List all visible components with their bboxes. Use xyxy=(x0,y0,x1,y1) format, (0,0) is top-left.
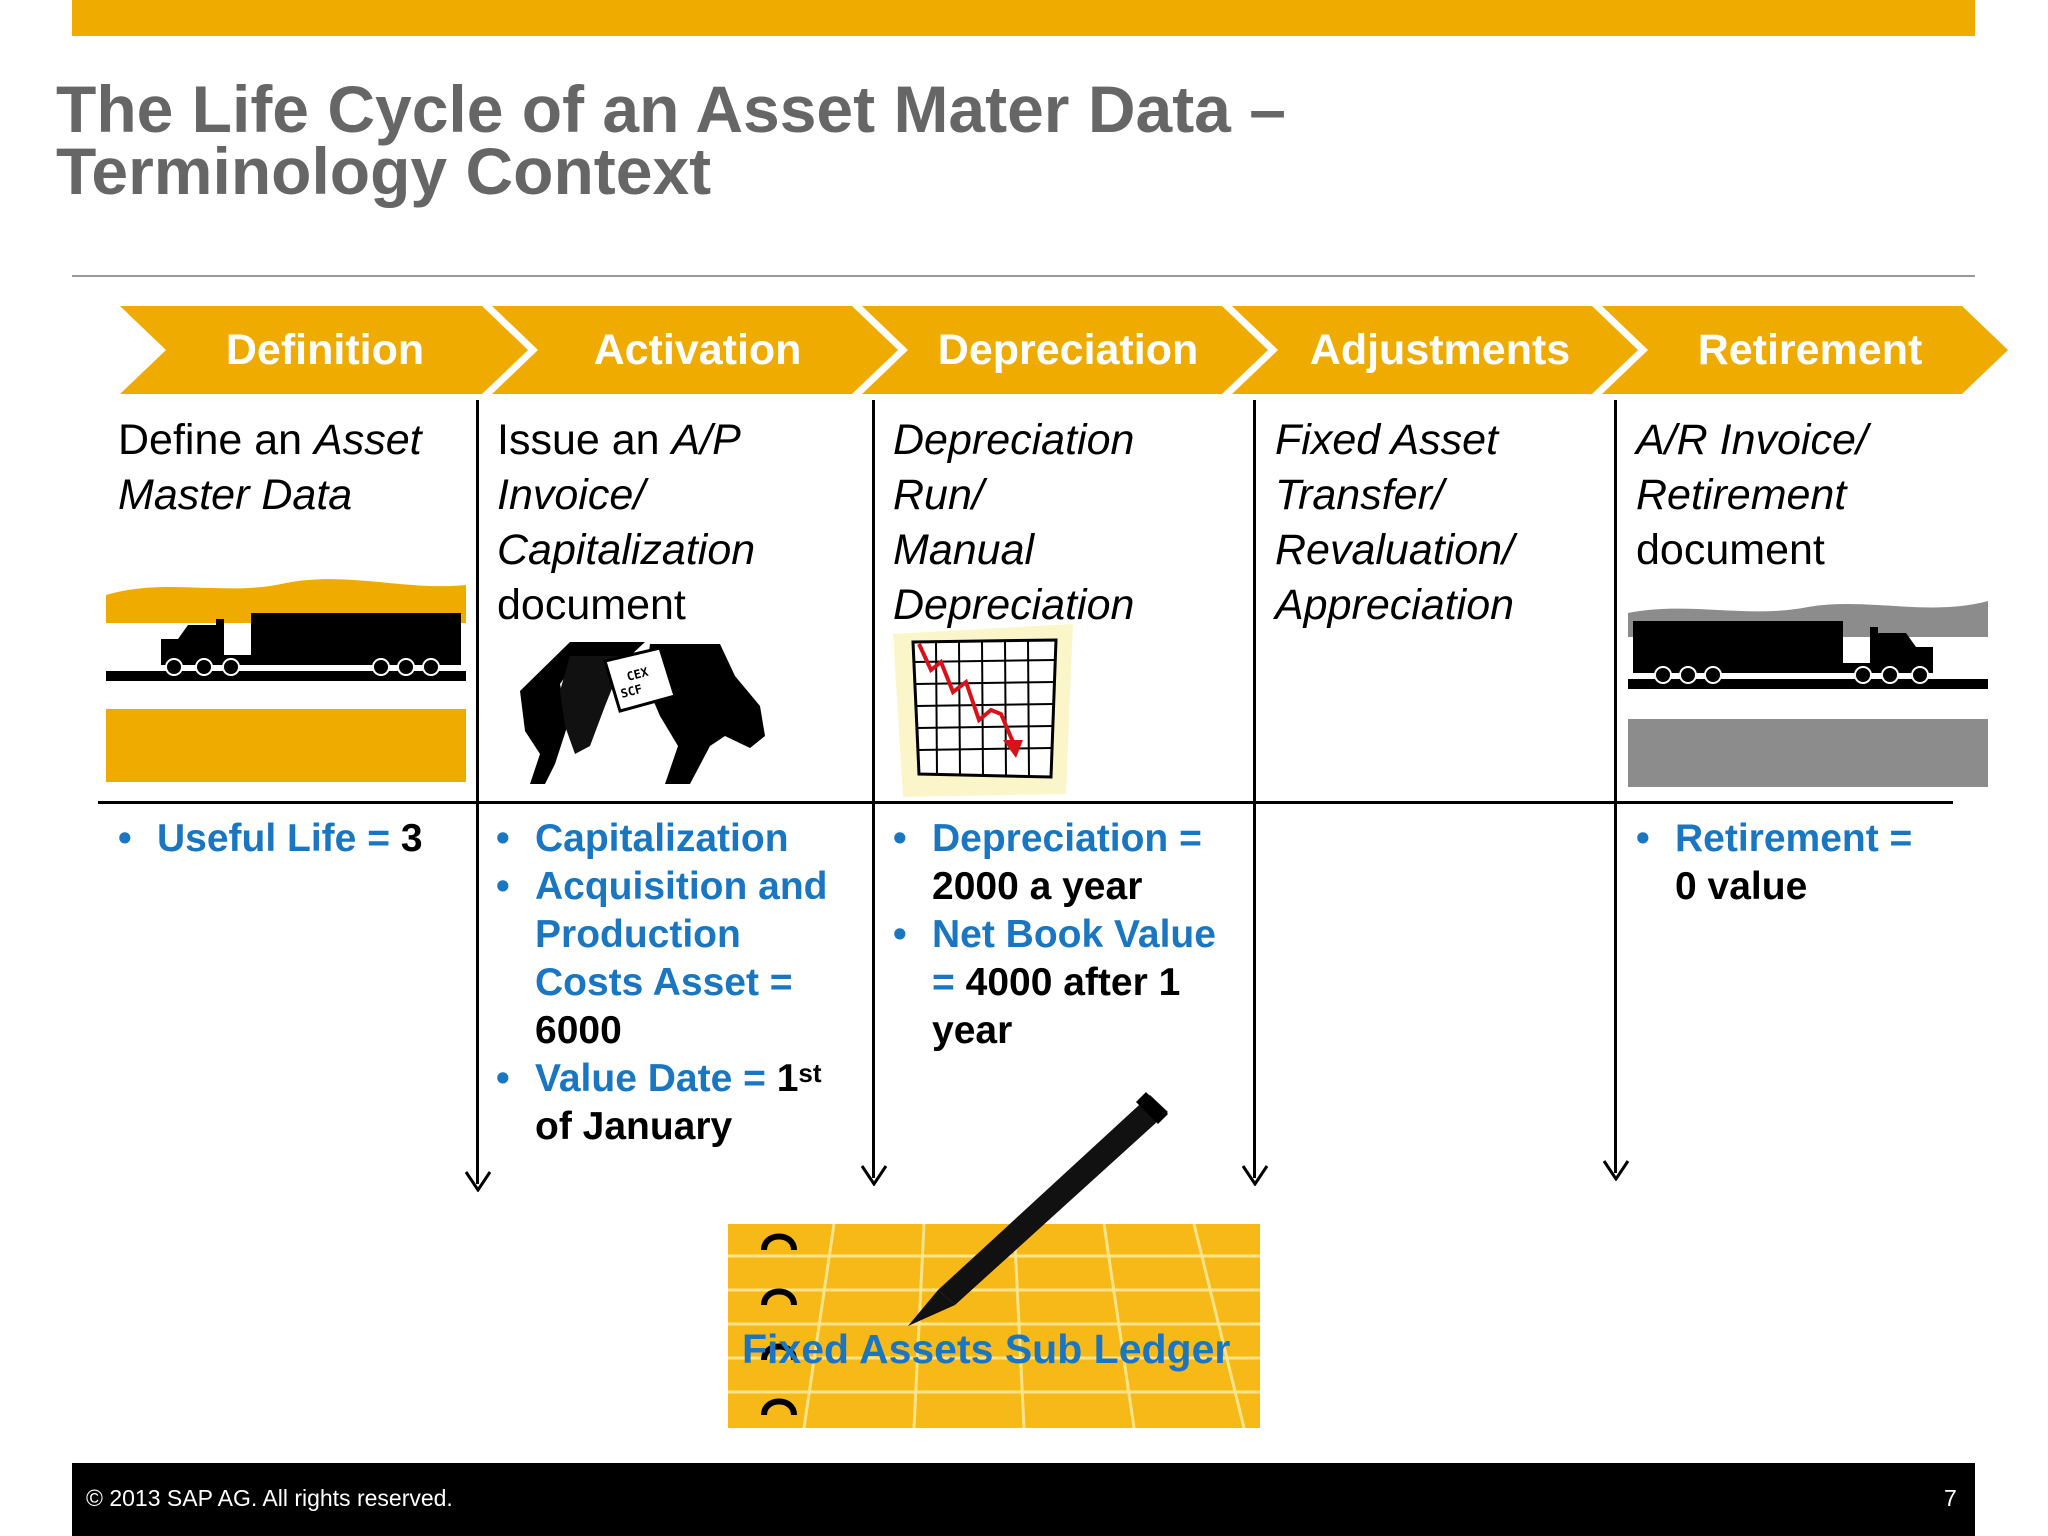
desc-line: A/R Invoice/ xyxy=(1636,416,1868,464)
timeline-horizontal-line xyxy=(98,801,1953,804)
bullet-item: • Useful Life = 3 xyxy=(118,815,468,863)
footer-copyright: © 2013 SAP AG. All rights reserved. xyxy=(86,1485,453,1511)
title-line-1: The Life Cycle of an Asset Mater Data – xyxy=(56,72,1286,146)
divider-line-1 xyxy=(476,400,479,1184)
bullet-dot: • xyxy=(893,913,907,956)
chevron-retirement xyxy=(1602,306,2008,394)
chevron-adjustments xyxy=(1232,306,1638,394)
bullet-value: 2000 a year xyxy=(932,865,1143,908)
truck-reverse-icon xyxy=(1628,601,1988,787)
bullet-value: 6000 xyxy=(535,1009,622,1052)
desc-text: Define an xyxy=(118,416,315,464)
chevron-activation xyxy=(492,306,898,394)
bullets-definition: • Useful Life = 3 xyxy=(118,815,468,863)
description-definition: Define an Asset Master Data xyxy=(118,413,468,523)
desc-line: document xyxy=(1636,526,1825,574)
bullet-label: Depreciation = xyxy=(932,817,1202,860)
bullet-item: • Acquisition and Production Costs Asset… xyxy=(496,863,866,1055)
description-activation: Issue an A/P Invoice/ Capitalization doc… xyxy=(497,413,867,633)
svg-text:SCF: SCF xyxy=(619,682,644,701)
divider-line-2 xyxy=(872,400,875,1178)
phase-chevron-bar xyxy=(120,306,2008,394)
desc-italic: A/P xyxy=(671,416,741,464)
pen-icon xyxy=(908,1092,1168,1326)
bullet-dot: • xyxy=(496,865,510,908)
chevron-depreciation xyxy=(862,306,1268,394)
phase-activation-label: Activation xyxy=(593,326,802,374)
declining-chart-icon xyxy=(893,624,1073,797)
bullet-dot: • xyxy=(118,817,132,860)
svg-text:CEX: CEX xyxy=(625,665,650,684)
bullet-label: Costs Asset = xyxy=(535,961,793,1004)
phase-depreciation-label: Depreciation xyxy=(937,326,1199,374)
bullet-label: Value Date = xyxy=(535,1057,777,1100)
truck-icon xyxy=(106,579,466,782)
bullet-dot: • xyxy=(496,1057,510,1100)
desc-text: document xyxy=(497,581,686,629)
desc-line: Transfer/ xyxy=(1275,471,1444,519)
desc-text: Issue an xyxy=(497,416,672,464)
bullet-label: Acquisition and xyxy=(535,865,828,908)
divider-line-4 xyxy=(1614,400,1617,1173)
bullet-dot: • xyxy=(1636,817,1650,860)
arrow-down-icon xyxy=(1241,1165,1269,1186)
bullet-value: year xyxy=(932,1009,1013,1052)
desc-line: Run/ xyxy=(893,471,984,519)
desc-line: Depreciation xyxy=(893,416,1135,464)
top-accent-bar xyxy=(72,0,1975,36)
bullet-item: • Net Book Value = 4000 after 1 year xyxy=(893,911,1253,1055)
desc-line: Manual xyxy=(893,526,1035,574)
description-adjustments: Fixed Asset Transfer/ Revaluation/ Appre… xyxy=(1275,413,1615,633)
bullet-value: 3 xyxy=(400,817,423,860)
bullet-superscript: st xyxy=(798,1058,822,1088)
desc-line: Appreciation xyxy=(1275,581,1515,629)
desc-line: Depreciation xyxy=(893,581,1135,629)
arrow-down-icon xyxy=(464,1171,492,1192)
title-line-2: Terminology Context xyxy=(56,134,712,208)
desc-italic: Master Data xyxy=(118,471,353,519)
desc-line: Fixed Asset xyxy=(1275,416,1499,464)
page-title: The Life Cycle of an Asset Mater Data – … xyxy=(56,72,1286,208)
handshake-icon: CEX SCF xyxy=(520,642,765,784)
desc-italic: Invoice/ xyxy=(497,471,646,519)
bullet-value: 0 value xyxy=(1675,865,1808,908)
chevron-definition xyxy=(120,306,528,394)
desc-line: Revaluation/ xyxy=(1275,526,1515,574)
bullet-dot: • xyxy=(496,817,510,860)
title-divider xyxy=(72,275,1975,277)
phase-retirement-label: Retirement xyxy=(1697,326,1923,374)
bullet-label: Net Book Value xyxy=(932,913,1216,956)
desc-italic: Asset xyxy=(314,416,422,464)
bullet-item: • Value Date = 1st of January xyxy=(496,1055,866,1151)
arrow-down-icon xyxy=(1602,1160,1630,1181)
bullet-dot: • xyxy=(893,817,907,860)
arrow-down-icon xyxy=(860,1165,888,1186)
description-depreciation: Depreciation Run/ Manual Depreciation xyxy=(893,413,1253,633)
phase-adjustments-label: Adjustments xyxy=(1309,326,1571,374)
footer-bar xyxy=(72,1463,1975,1536)
bullet-item: • Depreciation = 2000 a year xyxy=(893,815,1253,911)
ledger-label: Fixed Assets Sub Ledger xyxy=(742,1326,1231,1372)
bullets-retirement: • Retirement = 0 value xyxy=(1636,815,1976,911)
bullet-label: Capitalization xyxy=(535,817,789,860)
description-retirement: A/R Invoice/ Retirement document xyxy=(1636,413,1976,578)
bullet-label: Production xyxy=(535,913,741,956)
bullet-item: • Capitalization xyxy=(496,815,866,863)
bullet-value: 1 xyxy=(776,1057,799,1100)
phase-definition-label: Definition xyxy=(225,326,425,374)
bullet-item: • Retirement = 0 value xyxy=(1636,815,1976,911)
bullet-label: Retirement = xyxy=(1675,817,1913,860)
page-number: 7 xyxy=(1944,1485,1957,1511)
bullets-activation: • Capitalization • Acquisition and Produ… xyxy=(496,815,866,1151)
bullets-depreciation: • Depreciation = 2000 a year • Net Book … xyxy=(893,815,1253,1055)
bullet-value: of January xyxy=(535,1105,733,1148)
bullet-label: Useful Life = xyxy=(157,817,401,860)
divider-line-3 xyxy=(1253,400,1256,1178)
bullet-label: = xyxy=(932,961,966,1004)
desc-italic: Capitalization xyxy=(497,526,756,574)
bullet-value: 4000 after 1 xyxy=(965,961,1181,1004)
desc-line: Retirement xyxy=(1636,471,1847,519)
